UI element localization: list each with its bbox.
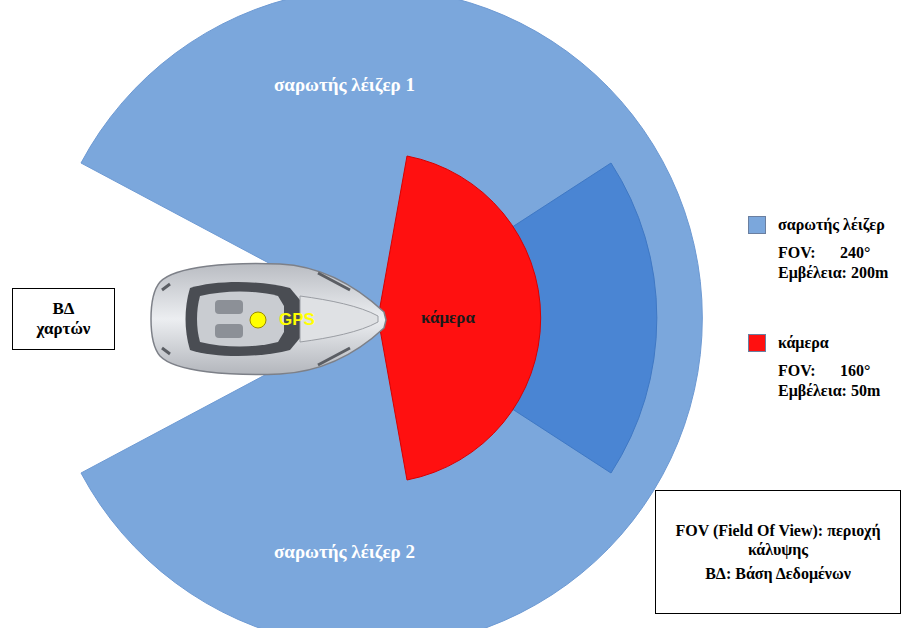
car-illustration — [151, 264, 386, 375]
legend-swatch — [748, 216, 766, 234]
legend-detail: 240° — [840, 244, 870, 262]
coverage-region: σαρωτής λέιζερ 2 — [274, 541, 415, 564]
note-box: FOV (Field Of View): περιοχή κάλυψηςΒΔ: … — [655, 490, 901, 614]
region-label: σαρωτής λέιζερ 1 — [274, 74, 415, 97]
legend-detail: FOV: — [778, 244, 816, 262]
coverage-region: κάμερα — [421, 308, 475, 328]
region-label: κάμερα — [421, 308, 475, 328]
region-label: ΒΔ: Βάση Δεδομένων — [665, 564, 891, 583]
region-label: σαρωτής λέιζερ 2 — [274, 541, 415, 564]
legend-swatch — [748, 334, 766, 352]
legend-text: κάμερα — [778, 334, 829, 352]
region-label: FOV (Field Of View): περιοχή κάλυψης — [665, 521, 891, 559]
legend-detail: 160° — [840, 362, 870, 380]
legend-detail: Εμβέλεια: 50m — [778, 382, 880, 400]
camera-coverage — [378, 156, 541, 480]
database-box: ΒΔ χαρτών — [12, 288, 115, 350]
legend-detail: Εμβέλεια: 200m — [778, 264, 888, 282]
gps-label: GPS — [279, 310, 315, 330]
laser-coverage — [81, 0, 702, 628]
gps-dot — [250, 312, 266, 328]
coverage-region: σαρωτής λέιζερ 1 — [274, 74, 415, 97]
legend-detail: FOV: — [778, 362, 816, 380]
region-label: ΒΔ χαρτών — [26, 299, 102, 340]
legend-text: σαρωτής λέιζερ — [778, 216, 885, 234]
